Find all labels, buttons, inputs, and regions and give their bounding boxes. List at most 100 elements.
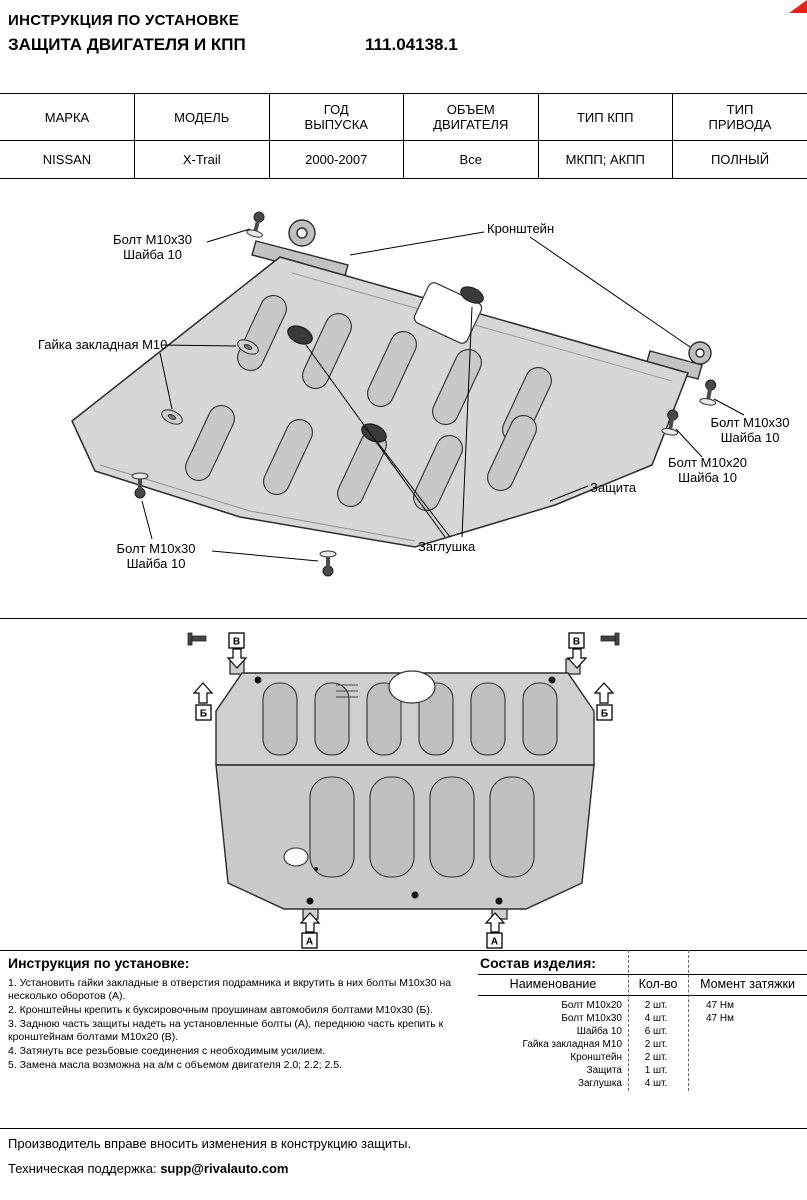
part-name: Болт М10х20 xyxy=(561,1000,622,1011)
bolt-washer-icon xyxy=(661,409,679,436)
part-name: Гайка закладная М10 xyxy=(522,1039,622,1050)
part-qty: 6 шт. xyxy=(644,1026,668,1037)
spec-header-gearbox: ТИП КПП xyxy=(537,93,673,141)
tow-ring-right xyxy=(688,341,712,365)
section-divider-2 xyxy=(0,950,807,951)
parts-table-row: Гайка закладная М10 2 шт. xyxy=(478,1038,807,1051)
parts-table-row: Кронштейн 2 шт. xyxy=(478,1051,807,1064)
marker-a-right: А xyxy=(491,937,498,948)
parts-table-row: Болт М10х20 2 шт. 47 Нм xyxy=(478,999,807,1012)
bolt-washer-icon xyxy=(131,472,149,499)
parts-header-rule xyxy=(478,995,807,996)
part-name: Защита xyxy=(586,1065,622,1076)
doc-title: ИНСТРУКЦИЯ ПО УСТАНОВКЕ xyxy=(8,12,240,29)
part-qty: 2 шт. xyxy=(644,1000,668,1011)
part-name: Болт М10х30 xyxy=(561,1013,622,1024)
install-step: 5. Замена масла возможна на а/м с объемо… xyxy=(8,1059,342,1071)
parts-heading-rule xyxy=(478,974,807,975)
part-number: 111.04138.1 xyxy=(365,35,458,54)
drain-dot xyxy=(314,867,318,871)
parts-col-name: Наименование xyxy=(509,977,597,991)
parts-divider-1 xyxy=(628,950,629,1091)
parts-table-row: Заглушка 4 шт. xyxy=(478,1077,807,1090)
side-bolt-icon xyxy=(187,632,620,646)
install-step: 4. Затянуть все резьбовые соединения с н… xyxy=(8,1045,326,1057)
section-divider-1 xyxy=(0,618,807,619)
label-bolt-m10x20-right: Болт М10х20 Шайба 10 xyxy=(668,455,747,485)
marker-b-right: Б xyxy=(601,709,608,720)
part-qty: 4 шт. xyxy=(644,1013,668,1024)
part-qty: 4 шт. xyxy=(644,1078,668,1089)
drain-hole xyxy=(283,847,309,867)
install-steps: 1. Установить гайки закладные в отверсти… xyxy=(8,977,474,1073)
footer-divider xyxy=(0,1128,807,1129)
spec-value-gearbox: МКПП; АКПП xyxy=(537,140,673,179)
parts-heading: Состав изделия: xyxy=(480,955,596,971)
parts-col-torque: Момент затяжки xyxy=(700,977,795,991)
label-bolt-m10x30-right: Болт М10х30 Шайба 10 xyxy=(710,415,790,445)
spec-value-model: X-Trail xyxy=(134,140,269,179)
spec-value-marka: NISSAN xyxy=(42,152,92,167)
support-label: Техническая поддержка: xyxy=(8,1161,161,1176)
marker-v-left: В xyxy=(233,637,240,648)
spec-header-marka: МАРКА xyxy=(44,109,90,125)
label-shield: Защита xyxy=(590,480,637,495)
install-step: 2. Кронштейны крепить к буксировочным пр… xyxy=(8,1004,433,1016)
label-bolt-m10x30-bottom: Болт М10х30 Шайба 10 xyxy=(116,541,196,571)
bolt-points xyxy=(254,676,556,905)
label-bolt-m10x30-top: Болт М10х30 Шайба 10 xyxy=(113,232,192,262)
doc-subtitle: ЗАЩИТА ДВИГАТЕЛЯ И КПП xyxy=(8,35,246,54)
part-torque: 47 Нм xyxy=(706,1000,734,1011)
bolt-washer-icon xyxy=(246,211,265,238)
rivet-nut-holes xyxy=(161,339,259,425)
upper-slots xyxy=(262,682,558,756)
parts-col-qty: Кол-во xyxy=(638,977,678,991)
part-qty: 2 шт. xyxy=(644,1039,668,1050)
marker-boxes xyxy=(195,632,613,949)
spec-header-engine: ОБЪЕМ ДВИГАТЕЛЯ xyxy=(403,93,538,141)
label-bracket: Кронштейн xyxy=(487,221,555,236)
manufacturer-note: Производитель вправе вносить изменения в… xyxy=(8,1136,412,1151)
marker-a-left: А xyxy=(306,937,313,948)
diagram-top-view: В В Б Б А А xyxy=(0,625,807,950)
spec-value-engine: Все xyxy=(403,140,538,179)
marker-v-right: В xyxy=(573,637,580,648)
service-hole xyxy=(388,670,436,704)
spec-header-year: ГОД ВЫПУСКА xyxy=(268,93,404,141)
parts-table-row: Защита 1 шт. xyxy=(478,1064,807,1077)
support-line: Техническая поддержка: supp@rivalauto.co… xyxy=(8,1161,288,1176)
leader-lines xyxy=(141,228,745,562)
install-step: 3. Заднюю часть защиты надеть на установ… xyxy=(8,1018,444,1043)
brand-logo-mark xyxy=(789,0,807,13)
part-torque: 47 Нм xyxy=(706,1013,734,1024)
parts-table-row: Шайба 10 6 шт. xyxy=(478,1025,807,1038)
tow-ring-left xyxy=(288,219,316,247)
label-rivet-nut: Гайка закладная М10 xyxy=(38,337,168,352)
shield-isometric-drawing xyxy=(71,211,745,577)
support-email: supp@rivalauto.com xyxy=(160,1161,289,1176)
plug-caps xyxy=(287,286,484,443)
parts-table-row: Болт М10х30 4 шт. 47 Нм xyxy=(478,1012,807,1025)
install-heading: Инструкция по установке: xyxy=(8,955,190,971)
lower-slots xyxy=(309,776,535,878)
part-qty: 1 шт. xyxy=(644,1065,668,1076)
spec-value-year: 2000-2007 xyxy=(268,140,404,179)
spec-header-row: МАРКА МОДЕЛЬ ГОД ВЫПУСКА ОБЪЕМ ДВИГАТЕЛЯ… xyxy=(0,93,807,141)
part-name: Шайба 10 xyxy=(576,1026,622,1037)
spec-header-model: МОДЕЛЬ xyxy=(134,93,269,141)
shield-top-view-drawing: В В Б Б А А xyxy=(187,632,620,949)
install-step: 1. Установить гайки закладные в отверсти… xyxy=(8,977,452,1002)
part-name: Кронштейн xyxy=(570,1052,622,1063)
parts-divider-2 xyxy=(688,950,689,1091)
spec-value-drive: ПОЛНЫЙ xyxy=(672,140,807,179)
vent-stripes xyxy=(336,684,358,698)
part-qty: 2 шт. xyxy=(644,1052,668,1063)
diagram-isometric: Болт М10х30 Шайба 10 Кронштейн Гайка зак… xyxy=(0,185,807,615)
spec-value-row: NISSAN X-Trail 2000-2007 Все МКПП; АКПП … xyxy=(0,140,807,179)
vehicle-spec-table: МАРКА МОДЕЛЬ ГОД ВЫПУСКА ОБЪЕМ ДВИГАТЕЛЯ… xyxy=(0,93,807,179)
marker-arrows xyxy=(192,648,615,933)
label-plug: Заглушка xyxy=(418,539,476,554)
spec-header-drive: ТИП ПРИВОДА xyxy=(672,93,807,141)
part-name: Заглушка xyxy=(577,1078,622,1089)
